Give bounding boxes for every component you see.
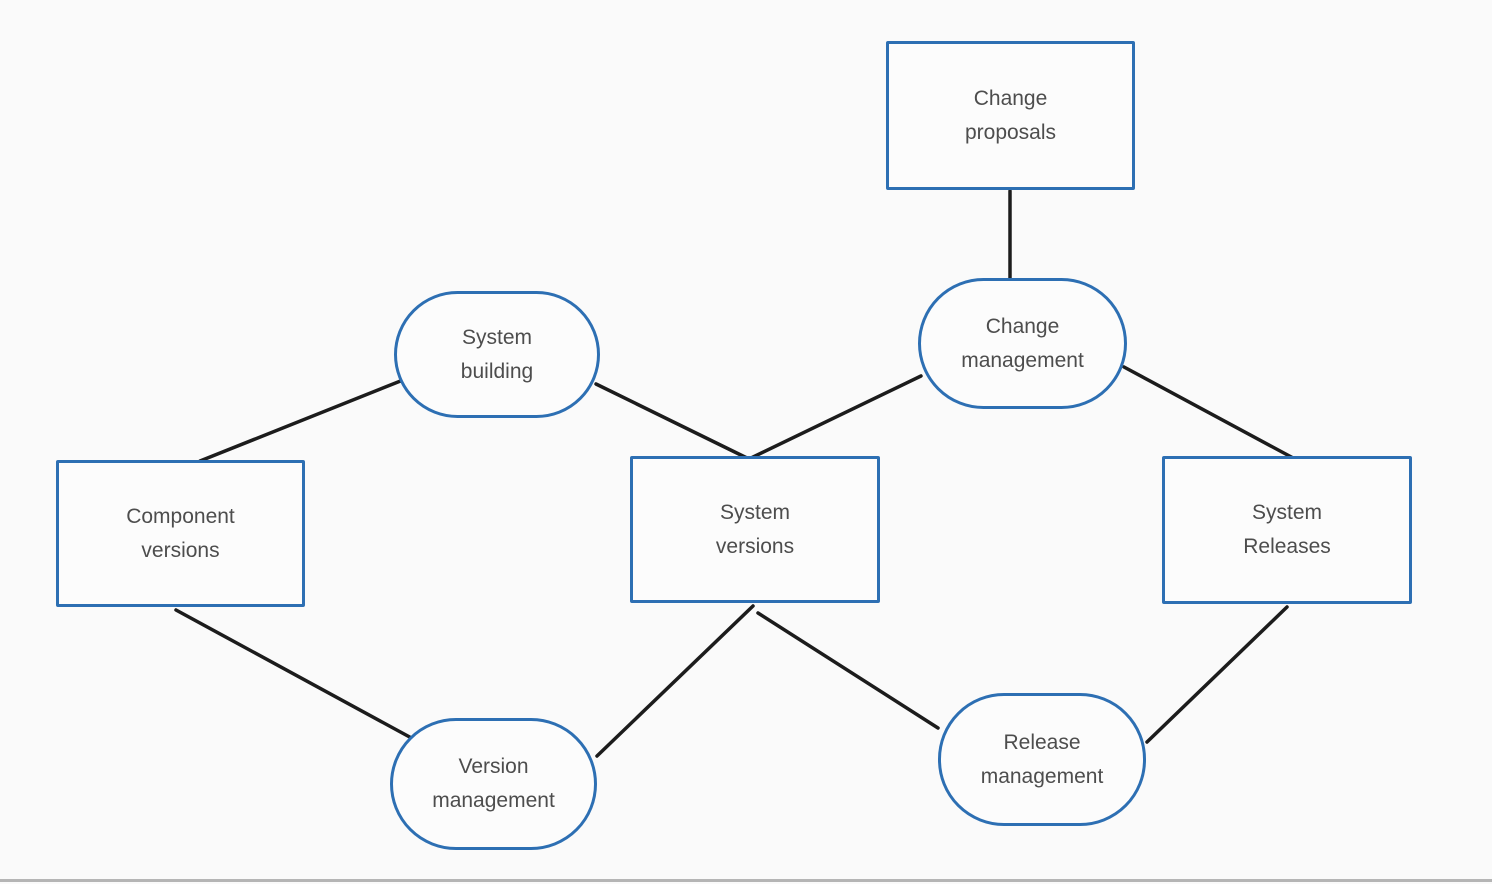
node-version-management: Version management [390, 718, 597, 850]
node-change-management: Change management [918, 278, 1127, 409]
edge-system-building-system-versions [594, 382, 751, 461]
node-label-line: Component [126, 504, 235, 528]
node-label-line: versions [715, 534, 795, 558]
node-label-line: management [961, 348, 1084, 372]
node-label-line: Releases [1243, 535, 1331, 558]
node-label-line: versions [141, 538, 220, 562]
edge-system-building-component-versions [198, 378, 405, 463]
node-label-line: proposals [964, 120, 1057, 144]
node-label-line: management [980, 764, 1104, 788]
node-system-building: System building [394, 291, 600, 418]
edge-system-versions-release-management [756, 611, 940, 730]
edge-component-versions-version-management [174, 608, 419, 743]
node-label-line: System [461, 325, 532, 349]
node-label-line: management [432, 789, 555, 812]
edge-change-management-system-versions [747, 374, 923, 461]
node-system-versions: System versions [630, 456, 880, 603]
edge-change-management-system-releases [1122, 365, 1297, 461]
edge-release-management-system-releases [1145, 605, 1289, 744]
node-label-line: Change [973, 86, 1048, 110]
node-component-versions: Component versions [56, 460, 305, 607]
node-label-line: Version [458, 755, 529, 778]
node-label-line: Change [985, 314, 1060, 338]
node-system-releases: System Releases [1162, 456, 1412, 604]
node-label-line: Release [1003, 730, 1081, 754]
node-label-line: System [1251, 501, 1322, 524]
node-release-management: Release management [938, 693, 1146, 826]
edge-version-management-system-versions [595, 604, 755, 758]
node-change-proposals: Change proposals [886, 41, 1135, 190]
node-label-line: System [719, 500, 790, 524]
node-label-line: building [460, 359, 534, 383]
